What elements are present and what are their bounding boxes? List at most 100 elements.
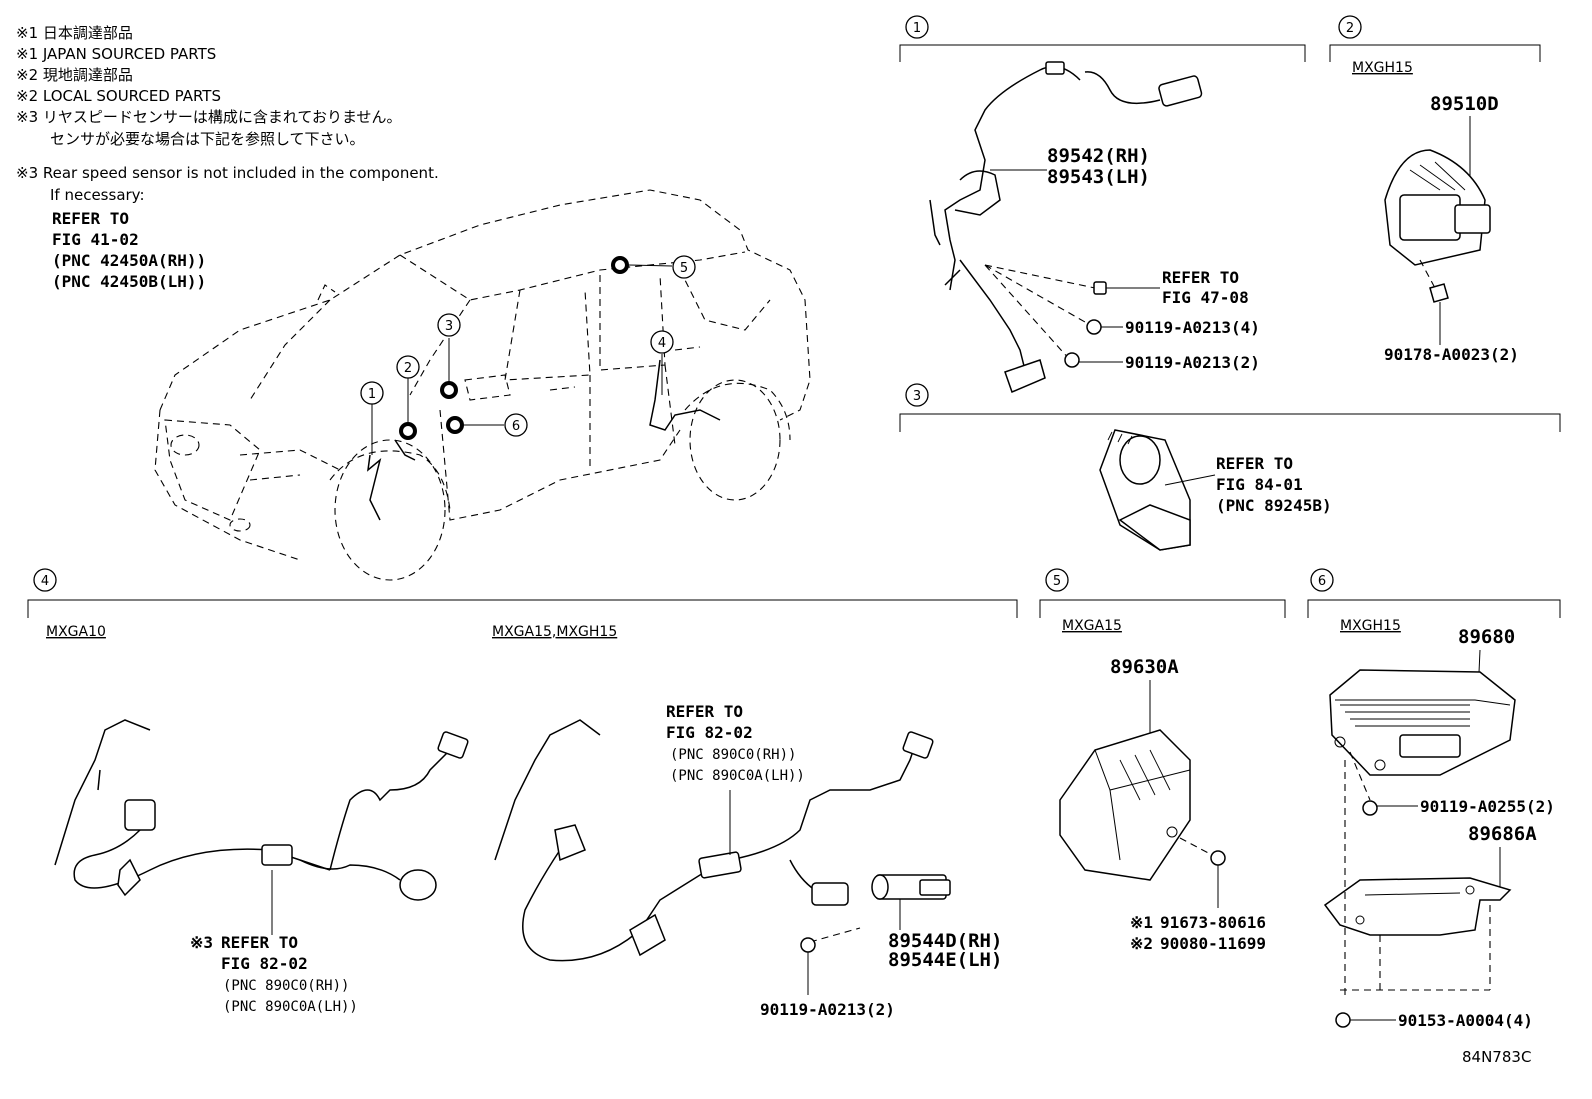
note-refer-to: REFER TO [52,209,129,228]
svg-text:4: 4 [41,574,49,589]
section6-model: MXGH15 [1340,618,1401,634]
part-89630a[interactable]: 89630A [1110,656,1179,678]
section1-refer-to: REFER TO [1162,268,1239,287]
bolt-91673-80616[interactable]: 91673-80616 [1160,913,1266,932]
section1-refer-fig[interactable]: FIG 47-08 [1162,288,1249,307]
bolt-90153-a0004-4[interactable]: 90153-A0004(4) [1398,1011,1533,1030]
sensor-89544e-lh[interactable]: 89544E(LH) [888,949,1002,971]
section5-model: MXGA15 [1062,618,1122,634]
section3-refer-fig[interactable]: FIG 84-01 [1216,475,1303,494]
section4-refer-a-pnc-rh: (PNC 890C0(RH)) [223,978,349,994]
note-refer-fig: FIG 41-02 [52,230,139,249]
note-japan-en: ※1 JAPAN SOURCED PARTS [16,45,216,63]
bolt-icon [1064,352,1123,368]
callout-3-vehicle[interactable]: 3 [437,313,461,337]
section2-model: MXGH15 [1352,60,1413,76]
note-refer-pnc-lh: (PNC 42450B(LH)) [52,272,206,291]
callout-5[interactable]: 5 [1045,568,1069,592]
section-6: 6 MXGH15 89680 90119-A0255(2) 89686A [1307,568,1561,1030]
part-89542-rh[interactable]: 89542(RH) [1047,145,1150,167]
front-sensor-harness-drawing [929,61,1203,394]
svg-text:6: 6 [512,419,520,434]
note-rear-sensor-en: ※3 Rear speed sensor is not included in … [16,164,439,182]
module-89630a-drawing [1059,729,1191,881]
horn-module-drawing [1099,429,1191,551]
part-89680[interactable]: 89680 [1458,626,1515,648]
bracket-89686a-drawing [1323,877,1512,936]
callout-6[interactable]: 6 [1310,568,1334,592]
bolt-icon [1210,850,1226,908]
bolt-90119-a0255-2[interactable]: 90119-A0255(2) [1420,797,1555,816]
bolt-local-mark: ※2 [1130,934,1153,953]
note-refer-pnc-rh: (PNC 42450A(RH)) [52,251,206,270]
note-rear-sensor-jp-2: センサが必要な場合は下記を参照して下さい。 [50,130,365,148]
section4-refer-b-fig[interactable]: FIG 82-02 [666,723,753,742]
section-1-bracket [899,44,1306,62]
bracket-89686a[interactable]: 89686A [1468,823,1537,845]
section-3: 3 REFER TO FIG 84-01 (PNC 89245B) [899,383,1561,551]
bolt-jp-mark: ※1 [1130,913,1153,932]
callout-1[interactable]: 1 [905,15,929,39]
section-1: 1 89542(RH) 89543(LH) REFER TO FIG 47-08 [899,15,1306,394]
section-2: 2 MXGH15 89510D 90178-A0023(2) [1329,15,1541,364]
section-6-bracket [1307,599,1561,618]
rear-speed-sensor-drawing [871,874,951,930]
figure-code: 84N783C [1462,1048,1531,1066]
callout-4-vehicle[interactable]: 4 [650,330,674,354]
section4-refer-b-pnc-rh: (PNC 890C0(RH)) [670,747,796,763]
section3-pnc: (PNC 89245B) [1216,496,1332,515]
svg-text:5: 5 [680,261,688,276]
part-89510d[interactable]: 89510D [1430,93,1499,115]
sensor-89544d-rh[interactable]: 89544D(RH) [888,930,1002,952]
part-89543-lh[interactable]: 89543(LH) [1047,166,1150,188]
section-2-bracket [1329,44,1541,62]
nut-icon [1429,283,1449,303]
bolt-90119-a0213-2-rear[interactable]: 90119-A0213(2) [760,1000,895,1019]
rear-harness-b-drawing [494,719,934,962]
section4-refer-a-pnc-lh: (PNC 890C0A(LH)) [223,999,358,1015]
svg-text:4: 4 [658,336,666,351]
nut-90178-a0023-2[interactable]: 90178-A0023(2) [1384,345,1519,364]
svg-text:3: 3 [445,319,453,334]
svg-text:2: 2 [404,361,412,376]
section4-refer-a-star: ※3 [190,933,213,952]
section4-model-a: MXGA10 [46,624,106,640]
section4-refer-b-pnc-lh: (PNC 890C0A(LH)) [670,768,805,784]
note-if-necessary: If necessary: [50,186,145,204]
section-5: 5 MXGA15 89630A ※1 91673-80616 ※2 90080-… [1039,568,1286,953]
section-5-bracket [1039,599,1286,618]
bolt-icon [1086,319,1123,335]
notes-block: ※1 日本調達部品 ※1 JAPAN SOURCED PARTS ※2 現地調達… [16,24,439,291]
bolt-icon [800,937,816,995]
note-local-en: ※2 LOCAL SOURCED PARTS [16,87,221,105]
note-japan-jp: ※1 日本調達部品 [16,24,133,42]
bolt-icon [1362,800,1418,816]
callout-4[interactable]: 4 [33,568,57,592]
svg-text:5: 5 [1053,574,1061,589]
svg-text:1: 1 [368,387,376,402]
note-rear-sensor-jp-1: ※3 リヤスピードセンサーは構成に含まれておりません。 [16,108,402,126]
bolt-90119-a0213-4[interactable]: 90119-A0213(4) [1125,318,1260,337]
bolt-90080-11699[interactable]: 90080-11699 [1160,934,1266,953]
callout-5-vehicle[interactable]: 5 [672,255,696,279]
svg-text:2: 2 [1346,21,1354,36]
callout-2-vehicle[interactable]: 2 [396,355,420,379]
bolt-icon [1335,1012,1396,1028]
callout-6-vehicle[interactable]: 6 [504,413,528,437]
ecu-89680-drawing [1329,669,1516,776]
svg-text:1: 1 [913,21,921,36]
section-3-bracket [899,413,1561,432]
section4-refer-b-to: REFER TO [666,702,743,721]
callout-1-vehicle[interactable]: 1 [360,381,384,405]
section4-refer-a-to: REFER TO [221,933,298,952]
rear-harness-a-drawing [54,719,469,935]
svg-text:6: 6 [1318,574,1326,589]
bolt-90119-a0213-2[interactable]: 90119-A0213(2) [1125,353,1260,372]
section-4-bracket [27,599,1018,618]
callout-2[interactable]: 2 [1338,15,1362,39]
callout-3[interactable]: 3 [905,383,929,407]
section4-refer-a-fig[interactable]: FIG 82-02 [221,954,308,973]
section4-model-b: MXGA15,MXGH15 [492,624,617,640]
section-4: 4 MXGA10 MXGA15,MXGH15 ※3 REFER TO FIG 8… [27,568,1018,1019]
